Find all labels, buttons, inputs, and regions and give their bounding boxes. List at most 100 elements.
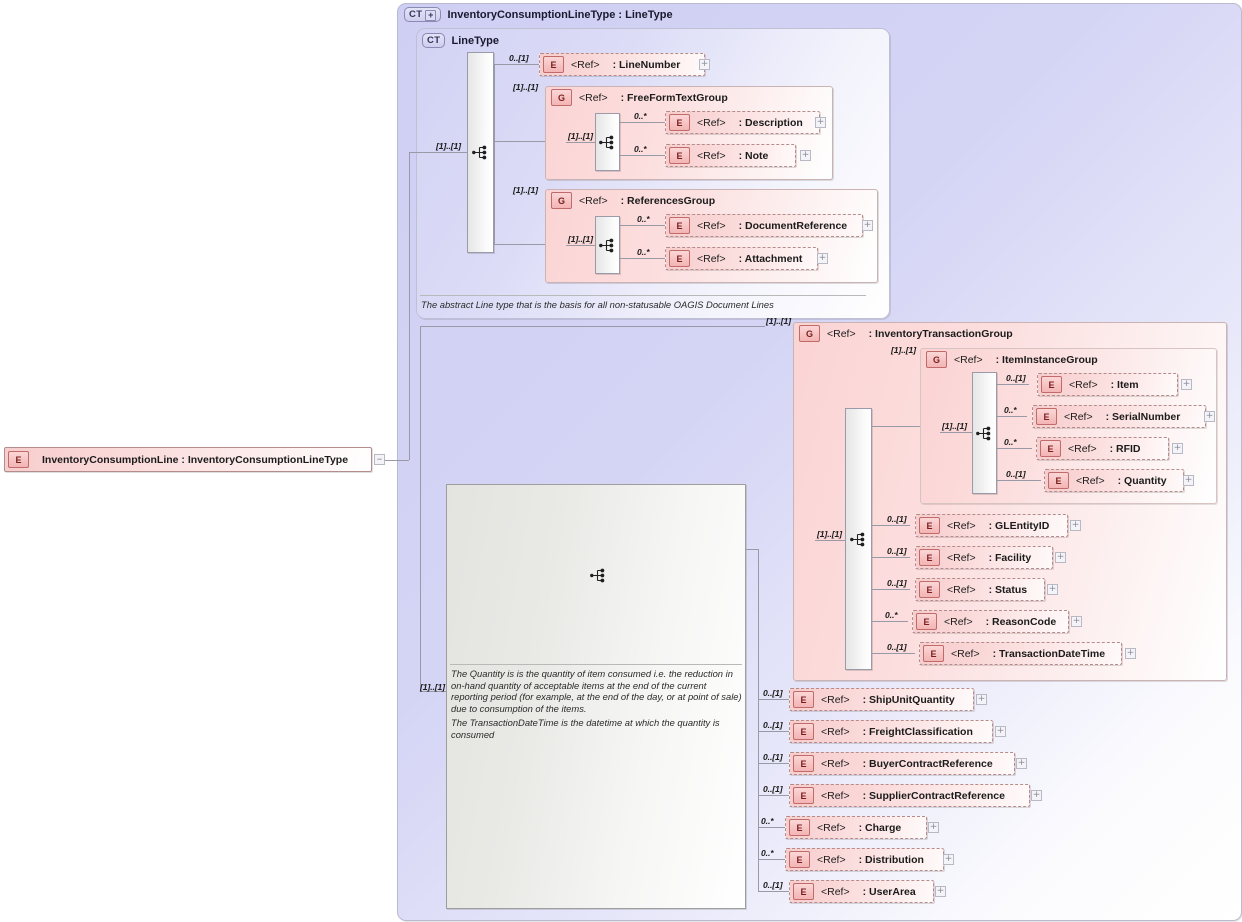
connector	[420, 326, 765, 327]
group-ref: <Ref>	[579, 194, 608, 207]
sequence-icon-wrapper[interactable]	[588, 566, 608, 584]
expand-icon[interactable]: +	[800, 150, 811, 161]
group-header-freeformtextgroup: G <Ref> : FreeFormTextGroup	[551, 89, 728, 106]
root-element-node[interactable]: E InventoryConsumptionLine : InventoryCo…	[4, 447, 372, 472]
expand-icon[interactable]: +	[1055, 552, 1066, 563]
element-badge-icon: E	[919, 549, 940, 566]
cardinality-label: 0..*	[634, 111, 647, 121]
expand-icon[interactable]: +	[1031, 790, 1042, 801]
node-linenumber[interactable]: E <Ref> : LineNumber	[539, 53, 705, 76]
node-ref: <Ref>	[1069, 378, 1098, 391]
expand-icon[interactable]: +	[935, 886, 946, 897]
node-status[interactable]: E <Ref> : Status	[915, 578, 1045, 601]
expand-icon[interactable]: +	[1016, 758, 1027, 769]
node-ref: <Ref>	[821, 693, 850, 706]
cardinality-label: [1]..[1]	[817, 529, 842, 539]
connector	[620, 225, 665, 226]
sequence-compositor-referencesgroup[interactable]	[595, 216, 620, 274]
expand-icon[interactable]: +	[1172, 443, 1183, 454]
ct-badge-icon[interactable]: CT+	[404, 7, 442, 23]
node-glentityid[interactable]: E <Ref> : GLEntityID	[915, 514, 1068, 537]
connector	[566, 142, 595, 143]
connector	[746, 549, 758, 550]
node-quantity[interactable]: E <Ref> : Quantity	[1044, 469, 1184, 492]
collapse-icon[interactable]: −	[374, 454, 385, 465]
connector	[758, 827, 786, 828]
node-name: : Status	[988, 583, 1028, 596]
expand-icon[interactable]: +	[995, 726, 1006, 737]
node-distribution[interactable]: E <Ref> : Distribution	[785, 848, 944, 871]
sequence-compositor-linetype[interactable]	[467, 52, 494, 253]
connector	[494, 64, 495, 153]
node-ref: <Ref>	[697, 116, 726, 129]
node-name: : DocumentReference	[738, 219, 848, 232]
expand-icon[interactable]: +	[1125, 648, 1136, 659]
element-badge-icon: E	[669, 250, 690, 267]
node-description[interactable]: E <Ref> : Description	[665, 111, 820, 134]
sequence-compositor-freeformtextgroup[interactable]	[595, 113, 620, 171]
node-name: : BuyerContractReference	[862, 757, 993, 770]
node-reasoncode[interactable]: E <Ref> : ReasonCode	[912, 610, 1069, 633]
element-badge-icon: E	[916, 613, 937, 630]
expand-icon[interactable]: +	[815, 117, 826, 128]
node-name: : Item	[1110, 378, 1139, 391]
ct-badge-icon[interactable]: CT	[422, 33, 446, 49]
documentation-divider	[450, 664, 742, 665]
expand-icon[interactable]: +	[976, 694, 987, 705]
group-ref: <Ref>	[579, 91, 608, 104]
node-facility[interactable]: E <Ref> : Facility	[915, 546, 1053, 569]
node-note[interactable]: E <Ref> : Note	[665, 144, 796, 167]
expand-icon[interactable]: +	[1071, 616, 1082, 627]
cardinality-label: 0..[1]	[763, 720, 783, 730]
element-badge-icon: E	[669, 217, 690, 234]
node-ref: <Ref>	[697, 252, 726, 265]
cardinality-label: 0..[1]	[887, 514, 907, 524]
node-ref: <Ref>	[821, 789, 850, 802]
node-freightclassification[interactable]: E <Ref> : FreightClassification	[789, 720, 993, 743]
expand-icon[interactable]: +	[1070, 520, 1081, 531]
expand-icon[interactable]: +	[699, 59, 710, 70]
expand-icon[interactable]: +	[1204, 411, 1215, 422]
connector-trunk	[409, 152, 410, 460]
cardinality-label: 0..*	[637, 247, 650, 257]
cardinality-label: [1]..[1]	[891, 345, 916, 355]
node-buyercontractreference[interactable]: E <Ref> : BuyerContractReference	[789, 752, 1015, 775]
expand-icon[interactable]: +	[1183, 475, 1194, 486]
cardinality-label: [1]..[1]	[942, 421, 967, 431]
node-name: : SerialNumber	[1105, 410, 1181, 423]
connector	[815, 540, 845, 541]
node-name: : Note	[738, 149, 769, 162]
expand-icon[interactable]: +	[943, 854, 954, 865]
documentation-paragraph-2: The TransactionDateTime is the datetime …	[451, 717, 720, 740]
cardinality-label: 0..[1]	[763, 784, 783, 794]
sequence-icon	[850, 532, 865, 546]
expand-icon[interactable]: +	[1181, 379, 1192, 390]
node-name: : UserArea	[862, 885, 916, 898]
node-transactiondatetime[interactable]: E <Ref> : TransactionDateTime	[919, 642, 1122, 665]
node-documentreference[interactable]: E <Ref> : DocumentReference	[665, 214, 863, 237]
connector	[758, 859, 786, 860]
node-name: : ShipUnitQuantity	[862, 693, 955, 706]
sequence-compositor-iteminstancegroup[interactable]	[972, 372, 997, 494]
expand-icon[interactable]: +	[928, 822, 939, 833]
node-item[interactable]: E <Ref> : Item	[1037, 373, 1178, 396]
expand-icon[interactable]: +	[817, 253, 828, 264]
node-charge[interactable]: E <Ref> : Charge	[785, 816, 927, 839]
expand-icon[interactable]: +	[1047, 584, 1058, 595]
node-userarea[interactable]: E <Ref> : UserArea	[789, 880, 934, 903]
node-shipunitquantity[interactable]: E <Ref> : ShipUnitQuantity	[789, 688, 974, 711]
element-badge-icon: E	[669, 114, 690, 131]
node-serialnumber[interactable]: E <Ref> : SerialNumber	[1032, 405, 1206, 428]
sequence-icon	[589, 568, 604, 582]
expand-icon[interactable]: +	[425, 10, 437, 22]
node-rfid[interactable]: E <Ref> : RFID	[1036, 437, 1169, 460]
node-suppliercontractreference[interactable]: E <Ref> : SupplierContractReference	[789, 784, 1030, 807]
node-ref: <Ref>	[817, 821, 846, 834]
sequence-compositor-inventorytransactiongroup[interactable]	[845, 408, 872, 670]
group-badge-icon: G	[799, 325, 820, 342]
connector	[872, 589, 910, 590]
expand-icon[interactable]: +	[862, 220, 873, 231]
node-attachment[interactable]: E <Ref> : Attachment	[665, 247, 818, 270]
connector-trunk	[758, 549, 759, 891]
connector	[872, 557, 910, 558]
